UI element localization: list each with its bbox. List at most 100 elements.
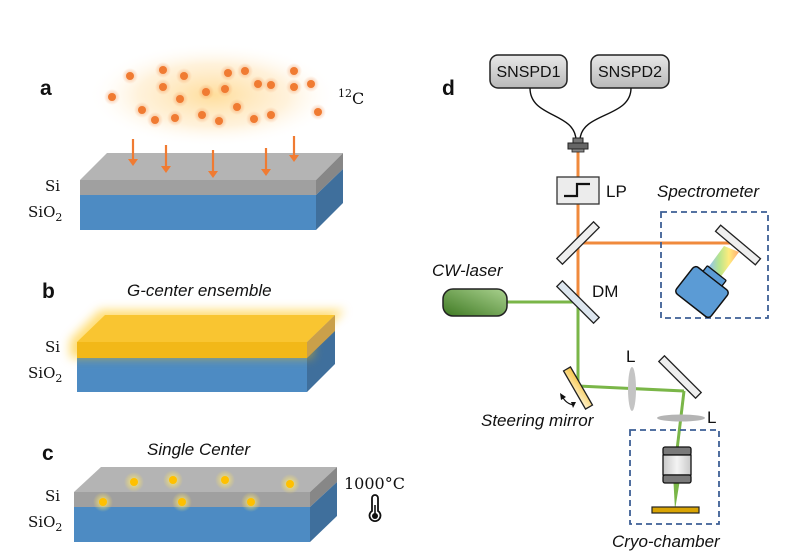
layer-label-sio2-a: SiO2 xyxy=(28,203,62,224)
panel-title-b: G-center ensemble xyxy=(127,281,272,300)
dichroic-mirror xyxy=(555,279,601,325)
layer-label-sio2-c: SiO2 xyxy=(28,513,62,534)
panel-label-b: b xyxy=(42,280,55,303)
lens-1-label: L xyxy=(626,347,635,366)
g-center xyxy=(124,472,144,492)
snspd1-detector: SNSPD1 xyxy=(489,54,568,89)
si-front-face xyxy=(80,180,316,195)
filter-label: LP xyxy=(606,182,627,201)
implant-arrow xyxy=(208,150,218,178)
excitation-beam xyxy=(505,300,686,510)
sio2-front-face xyxy=(77,357,307,392)
snspd1-label: SNSPD1 xyxy=(496,64,560,81)
si-side-face xyxy=(316,153,343,195)
carbon-ion xyxy=(217,81,233,97)
carbon-ion xyxy=(134,102,150,118)
sio2-side-face xyxy=(316,169,343,230)
snspd2-label: SNSPD2 xyxy=(598,64,662,81)
carbon-ion xyxy=(263,107,279,123)
lens-2 xyxy=(657,414,705,422)
carbon-ion xyxy=(286,79,302,95)
si-top-face xyxy=(80,153,343,180)
laser-label: CW-laser xyxy=(432,261,504,280)
implant-arrow xyxy=(261,148,271,176)
sample-stage xyxy=(651,506,700,514)
ion-label: 12C xyxy=(338,87,364,108)
snspd2-detector: SNSPD2 xyxy=(590,54,670,89)
panel-c: c Single Center Si SiO2 1000°C xyxy=(28,440,405,542)
sio2-side-face xyxy=(310,482,337,542)
collection-beam xyxy=(576,150,731,300)
g-center xyxy=(215,470,235,490)
panel-d: d SNSPD1 SNSPD2 xyxy=(432,54,769,551)
spectrometer-camera xyxy=(675,265,729,319)
fiber-splitter xyxy=(529,87,632,153)
carbon-ion xyxy=(263,77,279,93)
carbon-ion xyxy=(194,107,210,123)
flip-mirror xyxy=(555,220,601,266)
g-center xyxy=(163,470,183,490)
carbon-ion xyxy=(246,111,262,127)
steering-mirror xyxy=(562,366,594,410)
g-center xyxy=(93,492,113,512)
sio2-front-face xyxy=(74,507,310,542)
implant-arrow xyxy=(161,145,171,173)
si-front-face xyxy=(77,342,307,358)
carbon-ion xyxy=(250,76,266,92)
turning-mirror xyxy=(657,354,703,400)
carbon-ion xyxy=(147,112,163,128)
carbon-ion xyxy=(220,65,236,81)
g-center xyxy=(241,492,261,512)
sio2-front-face xyxy=(80,195,316,230)
dichroic-label: DM xyxy=(592,282,618,301)
carbon-ion xyxy=(167,110,183,126)
wafer-a xyxy=(80,153,343,230)
implant-arrow xyxy=(128,139,138,166)
spectrometer-label: Spectrometer xyxy=(657,182,760,201)
layer-label-si-a: Si xyxy=(45,177,60,195)
cryo-chamber-label: Cryo-chamber xyxy=(612,532,721,551)
panel-label-c: c xyxy=(42,442,54,465)
carbon-ion xyxy=(198,84,214,100)
lens-2-label: L xyxy=(707,408,716,427)
cw-laser xyxy=(442,288,508,317)
layer-label-sio2-b: SiO2 xyxy=(28,364,62,385)
carbon-ion xyxy=(229,99,245,115)
layer-label-si-b: Si xyxy=(45,338,60,356)
carbon-ion xyxy=(303,76,319,92)
panel-b: b G-center ensemble Si SiO2 xyxy=(28,280,345,392)
si-top-face xyxy=(77,315,335,342)
anneal-temperature: 1000°C xyxy=(344,474,405,493)
implant-arrow xyxy=(289,136,299,162)
thermometer-icon xyxy=(368,494,382,522)
panel-a: a 12C Si SiO2 xyxy=(28,43,364,230)
grating-mirror xyxy=(714,224,762,266)
single-centers xyxy=(93,470,300,512)
cryo-chamber-frame xyxy=(629,429,720,525)
carbon-ion xyxy=(286,63,302,79)
panel-label-a: a xyxy=(40,77,52,100)
g-center xyxy=(280,474,300,494)
carbon-ion xyxy=(172,91,188,107)
lens-1 xyxy=(628,367,636,411)
carbon-ion xyxy=(176,68,192,84)
carbon-ions xyxy=(104,62,326,129)
wafer-b xyxy=(70,310,345,392)
carbon-ion xyxy=(155,62,171,78)
layer-label-si-c: Si xyxy=(45,487,60,505)
objective-lens xyxy=(662,446,692,484)
carbon-ion xyxy=(155,79,171,95)
spectrometer-frame xyxy=(660,211,769,319)
carbon-ion xyxy=(122,68,138,84)
carbon-ion xyxy=(104,89,120,105)
tilt-arrow-icon xyxy=(560,393,576,408)
longpass-filter xyxy=(556,176,600,205)
panel-title-c: Single Center xyxy=(147,440,251,459)
carbon-ion xyxy=(310,104,326,120)
sio2-side-face xyxy=(307,330,335,392)
panel-label-d: d xyxy=(442,77,455,100)
steering-mirror-label: Steering mirror xyxy=(481,411,595,430)
g-center xyxy=(172,492,192,512)
si-side-face xyxy=(307,315,335,358)
